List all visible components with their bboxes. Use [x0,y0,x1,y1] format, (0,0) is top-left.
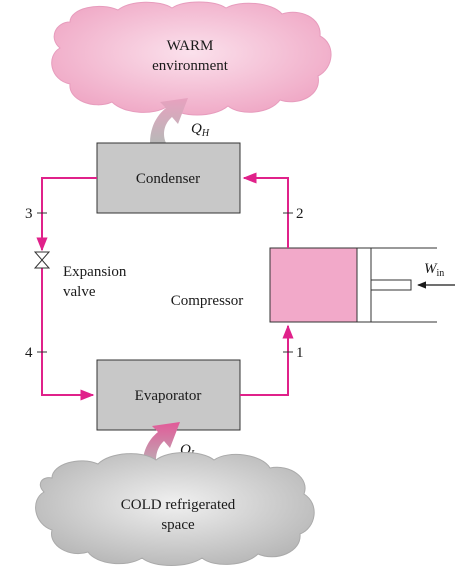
state-2-label: 2 [296,206,304,222]
warm-label-line1: WARM [167,38,214,54]
warm-environment-cloud: WARM environment [51,1,332,116]
state-4-label: 4 [25,345,33,361]
state-points: 2 3 4 1 [25,206,304,361]
compressor: Compressor [171,247,437,323]
pipe-compressor-to-condenser [242,172,289,248]
state-1-label: 1 [296,345,304,361]
pipe-evaporator-to-compressor [240,324,294,396]
expansion-valve: Expansion valve [33,251,127,300]
cold-space-cloud: COLD refrigerated space [35,452,315,566]
state-3-label: 3 [25,206,33,222]
warm-label-line2: environment [152,58,229,74]
cold-label-line2: space [161,517,195,533]
evaporator: Evaporator [96,359,241,431]
condenser: Condenser [96,142,241,214]
valve-label-line2: valve [63,284,96,300]
condenser-label: Condenser [136,171,200,187]
qh-label: QH [191,121,210,139]
win-label: Win [424,261,444,279]
pipe-valve-to-evaporator [41,268,95,401]
cold-label-line1: COLD refrigerated [121,497,236,513]
work-input-arrow: Win [417,261,455,289]
refrigerant-loop [36,172,294,401]
heat-rejection-arrow: QH [150,98,210,143]
evaporator-label: Evaporator [135,388,202,404]
valve-label-line1: Expansion [63,264,127,280]
pipe-condenser-to-valve [36,177,97,252]
compressor-label: Compressor [171,293,244,309]
